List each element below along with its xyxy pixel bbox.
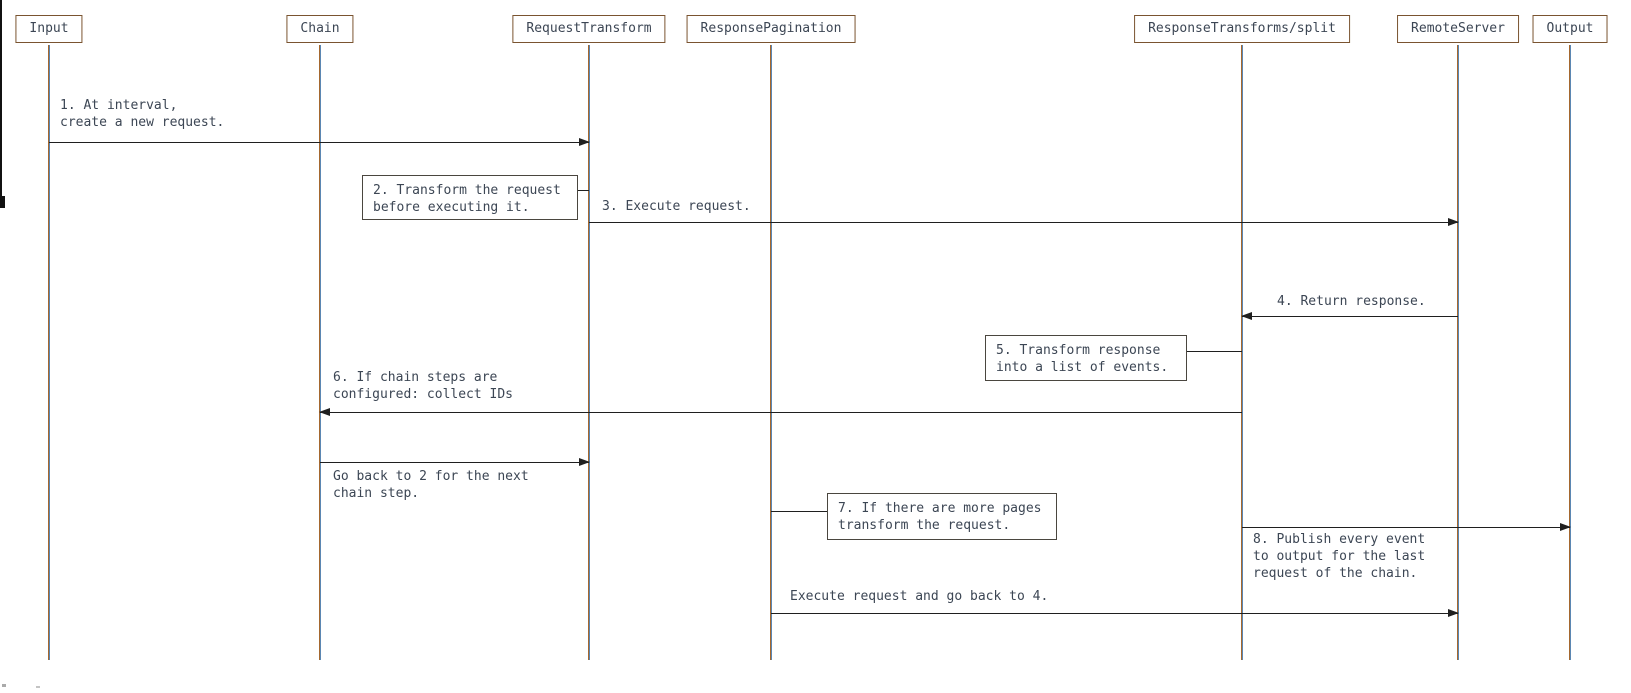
actor-box-output: Output bbox=[1532, 15, 1608, 43]
artifact-dot bbox=[2, 684, 6, 687]
note-connector-7 bbox=[771, 511, 827, 512]
message-label-8: 8. Publish every event to output for the… bbox=[1253, 531, 1426, 582]
lifeline-request-transform bbox=[588, 45, 590, 660]
message-label-3: 3. Execute request. bbox=[602, 198, 751, 215]
message-label-1: 1. At interval, create a new request. bbox=[60, 97, 225, 131]
lifeline-response-transforms-split bbox=[1241, 45, 1243, 660]
message-arrow-4 bbox=[1241, 312, 1458, 320]
note-connector-2 bbox=[577, 190, 589, 191]
actor-box-response-pagination: ResponsePagination bbox=[686, 15, 856, 43]
actor-box-remote-server: RemoteServer bbox=[1397, 15, 1519, 43]
actor-box-request-transform: RequestTransform bbox=[512, 15, 666, 43]
lifeline-remote-server bbox=[1457, 45, 1459, 660]
window-edge-handle bbox=[0, 196, 5, 208]
note-connector-5 bbox=[1187, 351, 1242, 352]
lifeline-chain bbox=[319, 45, 321, 660]
message-arrow-3 bbox=[589, 218, 1459, 226]
message-arrow-execute-again bbox=[771, 609, 1459, 617]
message-arrow-go-back bbox=[320, 458, 590, 466]
lifeline-output bbox=[1569, 45, 1571, 660]
note-box-2: 2. Transform the request before executin… bbox=[362, 175, 578, 220]
window-edge-line bbox=[0, 0, 2, 196]
message-arrow-8 bbox=[1242, 523, 1571, 531]
note-box-5: 5. Transform response into a list of eve… bbox=[985, 335, 1187, 381]
note-box-7: 7. If there are more pages transform the… bbox=[827, 493, 1057, 540]
message-label-go-back: Go back to 2 for the next chain step. bbox=[333, 468, 529, 502]
actor-box-response-transforms-split: ResponseTransforms/split bbox=[1134, 15, 1350, 43]
message-label-6: 6. If chain steps are configured: collec… bbox=[333, 369, 514, 403]
actor-box-input: Input bbox=[15, 15, 83, 43]
message-arrow-1 bbox=[49, 138, 590, 146]
artifact-dot bbox=[36, 686, 40, 688]
message-label-execute-again: Execute request and go back to 4. bbox=[790, 588, 1049, 605]
lifeline-response-pagination bbox=[770, 45, 772, 660]
actor-box-chain: Chain bbox=[286, 15, 354, 43]
message-label-4: 4. Return response. bbox=[1277, 293, 1426, 310]
message-arrow-6 bbox=[319, 408, 1242, 416]
lifeline-input bbox=[48, 45, 50, 660]
